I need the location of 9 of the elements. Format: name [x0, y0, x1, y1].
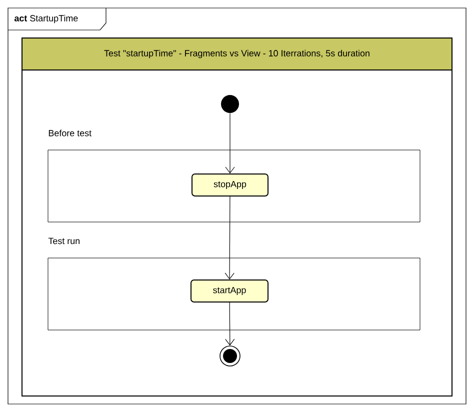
node-label: Test run — [48, 238, 80, 244]
final-node — [220, 346, 240, 366]
arrow — [225, 112, 235, 174]
initial-node — [221, 95, 239, 113]
action-box: stopApp — [192, 174, 268, 196]
arrow — [224, 196, 234, 280]
arrow — [225, 302, 235, 346]
node-label: Before test — [48, 130, 92, 136]
action-box: startApp — [190, 280, 268, 302]
